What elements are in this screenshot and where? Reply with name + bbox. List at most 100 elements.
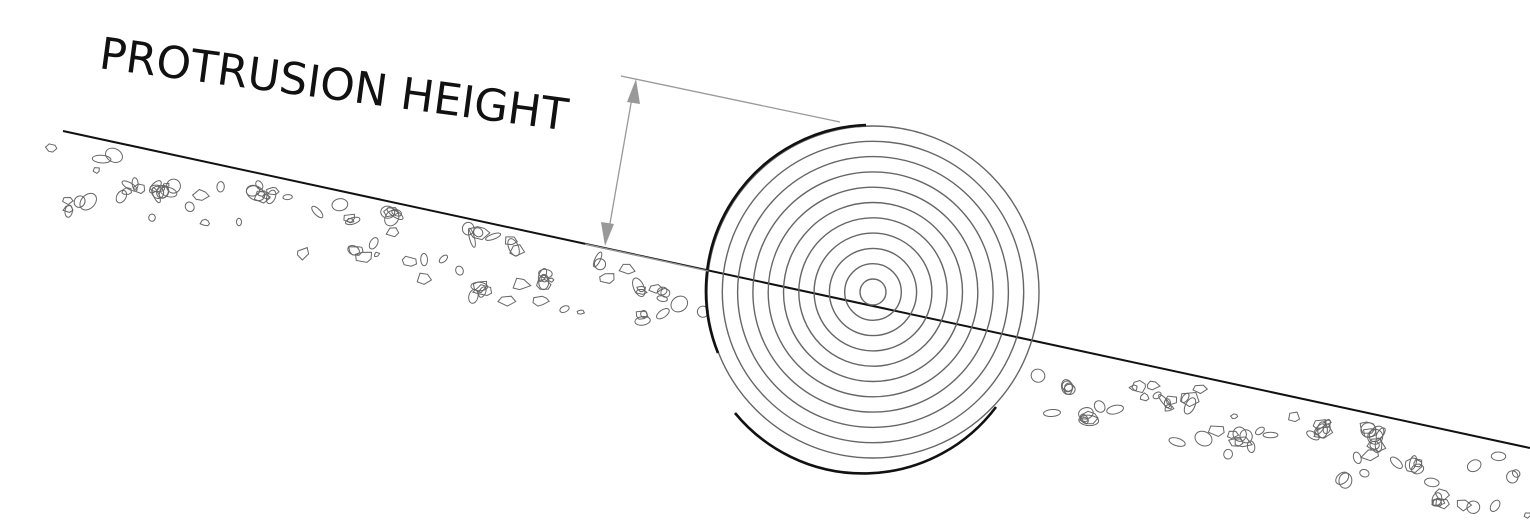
aggregate-stone	[1164, 404, 1175, 412]
aggregate-stone	[473, 227, 484, 238]
aggregate-stone	[1131, 379, 1146, 394]
aggregate-stone	[166, 178, 181, 194]
aggregate-stone	[1061, 380, 1074, 393]
aggregate-stone	[1168, 437, 1186, 447]
aggregate-stone	[416, 272, 433, 285]
aggregate-stone	[121, 187, 132, 195]
aggregate-stone	[1254, 426, 1265, 436]
aggregate-stone	[44, 143, 58, 153]
aggregate-stone	[634, 288, 648, 295]
aggregate-stone	[1523, 512, 1530, 519]
roll-ring	[767, 186, 979, 398]
aggregate-stone	[331, 198, 349, 212]
aggregate-stone	[1359, 421, 1377, 434]
aggregate-stone	[296, 246, 310, 261]
aggregate-stone	[380, 205, 396, 219]
aggregate-stone	[1030, 368, 1046, 383]
aggregate-stone	[1139, 392, 1150, 402]
aggregate-stone	[1063, 383, 1076, 396]
aggregate-stone	[670, 295, 689, 313]
roll-ring	[752, 171, 994, 413]
aggregate-stone	[467, 227, 476, 248]
aggregate-stone	[537, 268, 548, 282]
aggregate-stone	[1338, 472, 1353, 489]
aggregate-stone	[1360, 449, 1380, 462]
aggregate-stone	[497, 295, 517, 307]
aggregate-stone	[386, 207, 404, 221]
aggregate-stone	[635, 310, 649, 320]
roll-ring	[706, 125, 1040, 459]
aggregate-stone	[1207, 425, 1225, 437]
roll-ring	[828, 247, 918, 337]
aggregate-stone	[472, 280, 488, 294]
aggregate-stone	[632, 277, 646, 298]
roll-ring	[859, 278, 887, 306]
aggregate-stone	[1288, 411, 1301, 423]
roll-ring	[813, 232, 933, 352]
roll-outer-edge-bottom	[733, 406, 998, 475]
aggregate-stone	[1183, 397, 1197, 415]
aggregate-stone	[485, 232, 502, 241]
aggregate-stone	[191, 188, 210, 201]
aggregate-stone	[61, 196, 74, 206]
dimension-surface-reference	[584, 243, 709, 272]
aggregate-stone	[184, 201, 195, 213]
aggregate-stone	[1489, 499, 1501, 512]
aggregate-stone	[159, 186, 178, 198]
protruding-roll	[706, 125, 1040, 459]
aggregate-stone	[73, 195, 86, 208]
aggregate-stone	[1194, 430, 1213, 447]
aggregate-stone	[1466, 500, 1481, 514]
aggregate-stone	[1246, 440, 1256, 454]
aggregate-stone	[1128, 384, 1138, 391]
aggregate-stone	[532, 295, 551, 307]
roll-outer-edge-left	[704, 123, 867, 354]
aggregate-stone	[1408, 455, 1418, 471]
aggregate-stone	[538, 273, 550, 291]
aggregate-stone	[385, 227, 400, 238]
aggregate-stone	[1404, 457, 1423, 474]
aggregate-stone	[636, 285, 646, 293]
aggregate-stone	[1435, 497, 1450, 510]
aggregate-stone	[576, 309, 586, 315]
aggregate-stone	[1352, 451, 1362, 465]
aggregate-stone	[461, 221, 475, 236]
aggregate-stone	[1081, 416, 1090, 423]
roll-ring	[736, 155, 1010, 429]
dimension-extension-line	[620, 75, 841, 123]
aggregate-stone	[438, 254, 449, 264]
aggregate-stone	[507, 238, 520, 257]
aggregate-stone	[1306, 430, 1320, 441]
aggregate-stone	[92, 167, 100, 175]
aggregate-stone	[354, 251, 373, 263]
aggregate-stone	[660, 288, 671, 298]
aggregate-stone	[245, 185, 261, 197]
aggregate-stone	[384, 209, 400, 227]
aggregate-stone	[266, 186, 280, 196]
aggregate-stone	[132, 183, 146, 195]
aggregate-stone	[311, 205, 324, 219]
aggregate-stone	[1313, 423, 1325, 436]
aggregate-stone	[121, 180, 138, 192]
aggregate-stone	[1506, 470, 1519, 484]
aggregate-stone	[347, 245, 360, 256]
aggregate-stone	[1434, 488, 1451, 501]
aggregate-stone	[62, 204, 74, 213]
aggregate-stone	[468, 289, 479, 304]
aggregate-stone	[1374, 437, 1383, 453]
pavement-surface-line	[62, 130, 1530, 449]
aggregate-stone	[634, 316, 651, 326]
aggregate-stone	[345, 216, 361, 226]
aggregate-stone	[373, 251, 381, 258]
protrusion-height-label: PROTRUSION HEIGHT	[97, 28, 571, 141]
aggregate-stone	[149, 180, 162, 194]
aggregate-stone	[1226, 430, 1240, 439]
aggregate-stone	[1078, 414, 1100, 427]
aggregate-stone	[343, 213, 355, 224]
aggregate-stone	[1317, 421, 1328, 439]
aggregate-stone	[256, 190, 267, 197]
aggregate-stone	[1180, 391, 1200, 408]
aggregate-stone	[455, 265, 464, 276]
aggregate-stone	[91, 154, 112, 164]
